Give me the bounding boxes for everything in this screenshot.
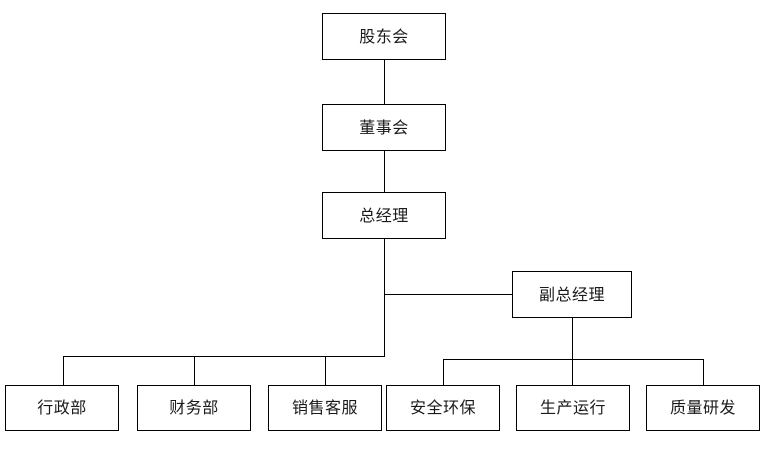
node-production[interactable]: 生产运行 bbox=[516, 385, 630, 431]
node-label-finance: 财务部 bbox=[169, 398, 219, 417]
node-safety[interactable]: 安全环保 bbox=[386, 385, 500, 431]
node-label-deputy_gm: 副总经理 bbox=[538, 284, 605, 304]
node-label-safety: 安全环保 bbox=[409, 398, 476, 417]
node-board[interactable]: 董事会 bbox=[322, 104, 446, 151]
node-sales[interactable]: 销售客服 bbox=[268, 385, 382, 431]
node-label-sales: 销售客服 bbox=[291, 398, 358, 417]
connector-c-board-gm bbox=[384, 151, 386, 192]
connector-c-bus-left bbox=[63, 356, 385, 358]
node-label-gm: 总经理 bbox=[359, 205, 409, 225]
node-deputy_gm[interactable]: 副总经理 bbox=[512, 271, 632, 318]
connector-c-drop-safety bbox=[443, 359, 445, 385]
node-finance[interactable]: 财务部 bbox=[137, 385, 251, 431]
node-label-admin: 行政部 bbox=[37, 398, 87, 417]
connector-c-deputy-down bbox=[572, 318, 574, 385]
node-label-board: 董事会 bbox=[359, 117, 409, 137]
connector-c-share-board bbox=[384, 60, 386, 104]
node-label-quality: 质量研发 bbox=[669, 398, 736, 417]
connector-c-drop-sales bbox=[325, 356, 327, 385]
connector-c-drop-admin bbox=[63, 356, 65, 385]
node-shareholders[interactable]: 股东会 bbox=[322, 13, 446, 60]
connector-c-gm-down bbox=[384, 239, 386, 357]
node-gm[interactable]: 总经理 bbox=[322, 192, 446, 239]
connector-c-drop-prod bbox=[572, 359, 574, 385]
node-quality[interactable]: 质量研发 bbox=[646, 385, 760, 431]
connector-c-drop-quality bbox=[703, 359, 705, 385]
node-label-shareholders: 股东会 bbox=[359, 26, 409, 46]
connector-c-drop-finance bbox=[194, 356, 196, 385]
node-label-production: 生产运行 bbox=[539, 398, 606, 417]
connector-c-gm-deputy bbox=[384, 294, 512, 296]
node-admin[interactable]: 行政部 bbox=[5, 385, 119, 431]
